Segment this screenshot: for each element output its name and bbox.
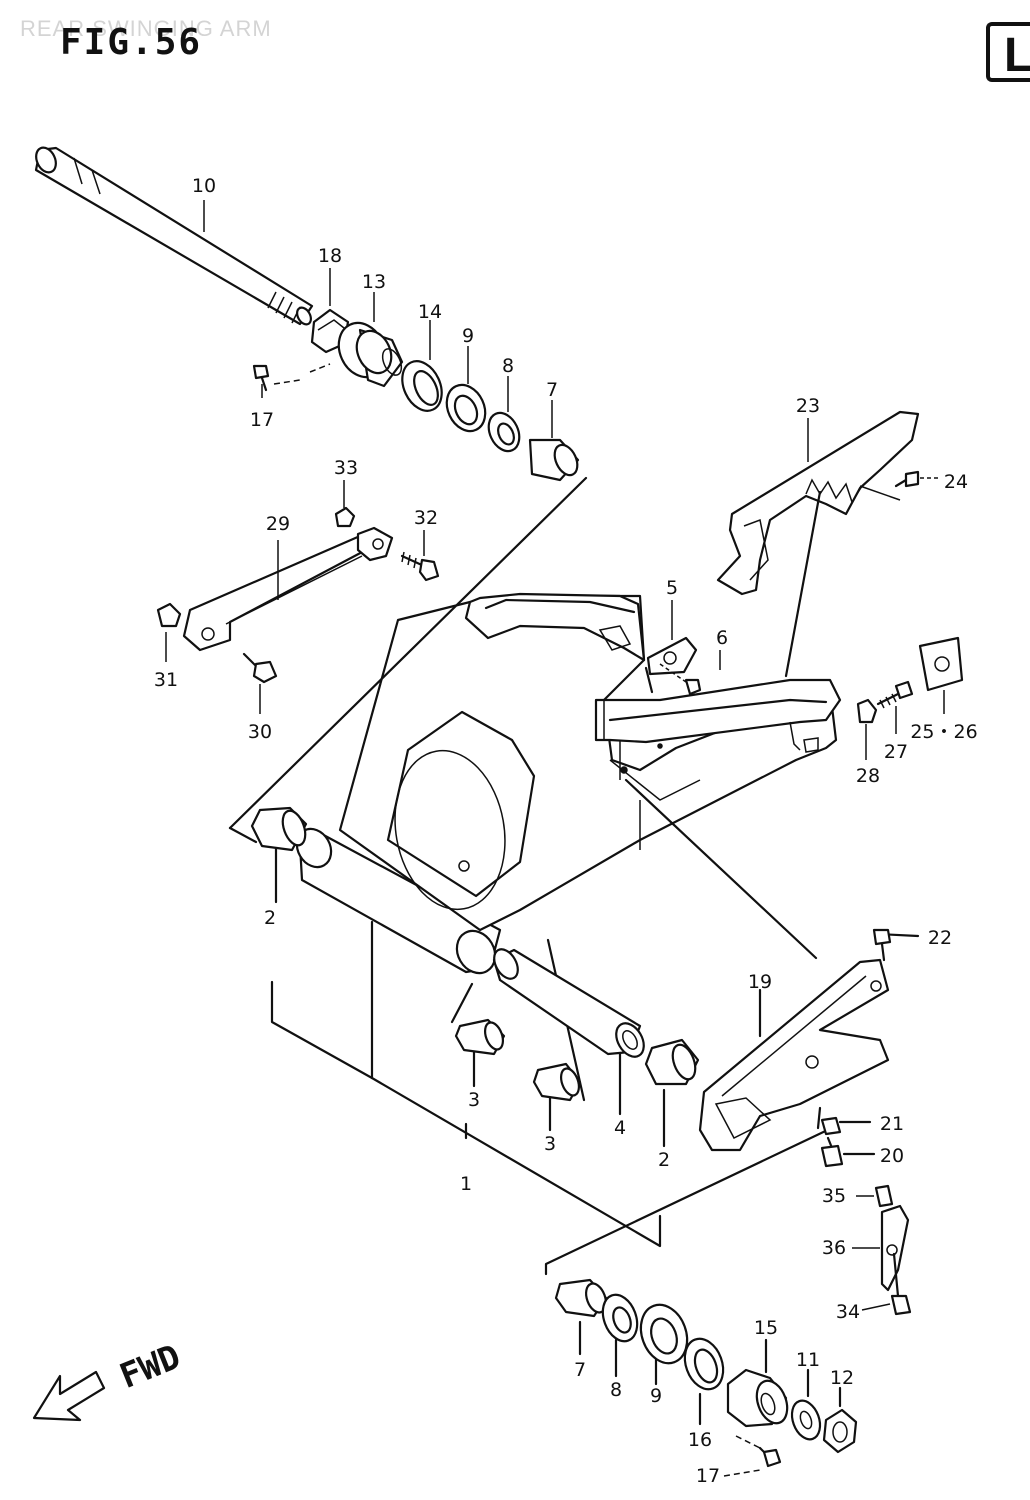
callout-30: 30 xyxy=(248,721,272,743)
corner-letter-badge: L xyxy=(986,22,1030,82)
callout-4: 4 xyxy=(614,1117,626,1139)
callout-21: 21 xyxy=(880,1113,904,1135)
part-32-bolt xyxy=(400,551,440,582)
part-17-bolt-lower xyxy=(758,1446,782,1468)
callout-29: 29 xyxy=(266,513,290,535)
callout-5: 5 xyxy=(666,577,678,599)
callout-27: 27 xyxy=(884,741,908,763)
part-16-seal xyxy=(683,1337,725,1391)
part-21-bushing xyxy=(820,1116,842,1136)
callout-7-lower: 7 xyxy=(574,1359,586,1381)
callout-11: 11 xyxy=(796,1349,820,1371)
part-28-nut xyxy=(856,698,878,724)
callout-28: 28 xyxy=(856,765,880,787)
callout-33: 33 xyxy=(334,457,358,479)
part-31-nut xyxy=(156,602,182,628)
part-35-collar xyxy=(874,1184,894,1208)
faint-header-text: REAR SWINGING ARM xyxy=(20,16,272,41)
part-34-bolt xyxy=(890,1252,912,1316)
callout-17-lower: 17 xyxy=(696,1465,720,1487)
callout-22: 22 xyxy=(928,927,952,949)
part-6-screw xyxy=(659,663,702,696)
part-14-seal xyxy=(401,360,443,412)
part-9-spacer-upper xyxy=(445,383,487,433)
callout-25-26: 25・26 xyxy=(910,721,977,743)
part-5-plate xyxy=(644,636,698,694)
part-19-chain-case xyxy=(698,958,890,1152)
part-7-bushing-lower xyxy=(554,1278,608,1318)
callout-18: 18 xyxy=(318,245,342,267)
part-20-bolt xyxy=(820,1136,844,1168)
part-29-torque-link xyxy=(182,526,394,652)
part-24-screw xyxy=(894,470,938,488)
part-15-bearing-housing xyxy=(726,1368,789,1428)
callout-labels: 10 18 13 14 9 8 7 17 23 24 33 32 29 31 3… xyxy=(154,175,978,1487)
part-8-washer-lower xyxy=(601,1293,639,1343)
forward-direction-label: FWD xyxy=(114,1337,186,1397)
part-25-26-block xyxy=(918,636,964,692)
part-7-bushing-upper xyxy=(528,438,580,482)
part-33-nut xyxy=(334,506,356,528)
callout-14: 14 xyxy=(418,301,442,323)
part-22-screw xyxy=(872,928,892,962)
callout-13: 13 xyxy=(362,271,386,293)
part-36-guide xyxy=(880,1204,910,1292)
part-12-nut xyxy=(822,1408,858,1454)
callout-10: 10 xyxy=(192,175,216,197)
leader-lines xyxy=(165,200,945,1477)
forward-arrow-icon xyxy=(32,1370,106,1422)
part-8-washer-upper xyxy=(487,411,521,453)
callout-9-upper: 9 xyxy=(462,325,474,347)
callout-19: 19 xyxy=(748,971,772,993)
callout-31: 31 xyxy=(154,669,178,691)
part-10-pivot-shaft xyxy=(34,146,314,326)
part-11-washer xyxy=(790,1399,822,1441)
callout-24: 24 xyxy=(944,471,968,493)
callout-32: 32 xyxy=(414,507,438,529)
callout-3-b: 3 xyxy=(544,1133,556,1155)
callout-3-a: 3 xyxy=(468,1089,480,1111)
callout-16: 16 xyxy=(688,1429,712,1451)
callout-36: 36 xyxy=(822,1237,846,1259)
part-13-bearing-housing xyxy=(337,321,404,388)
callout-34: 34 xyxy=(836,1301,860,1323)
part-30-bolt xyxy=(242,652,278,684)
callout-17-upper: 17 xyxy=(250,409,274,431)
callout-8-upper: 8 xyxy=(502,355,514,377)
part-1-swing-arm xyxy=(295,592,842,975)
part-27-bolt xyxy=(876,680,914,709)
figure-title: FIG.56 xyxy=(60,22,203,63)
callout-2-left: 2 xyxy=(264,907,276,929)
callout-8-lower: 8 xyxy=(610,1379,622,1401)
callout-7-upper: 7 xyxy=(546,379,558,401)
callout-1: 1 xyxy=(460,1173,472,1195)
callout-9-lower: 9 xyxy=(650,1385,662,1407)
callout-12: 12 xyxy=(830,1367,854,1389)
callout-35: 35 xyxy=(822,1185,846,1207)
callout-23: 23 xyxy=(796,395,820,417)
callout-15: 15 xyxy=(754,1317,778,1339)
callout-2-right: 2 xyxy=(658,1149,670,1171)
part-17-bolt-upper xyxy=(252,363,331,392)
part-3-bushing-b xyxy=(532,1062,582,1102)
part-23-chain-guard xyxy=(716,410,920,596)
part-2-bushing-left xyxy=(250,806,308,852)
callout-20: 20 xyxy=(880,1145,904,1167)
part-9-spacer-lower xyxy=(639,1303,689,1365)
part-3-bushing-a xyxy=(454,1018,506,1056)
part-2-bushing-right xyxy=(644,1038,700,1086)
part-4-pivot-pipe xyxy=(492,948,645,1058)
callout-6: 6 xyxy=(716,627,728,649)
